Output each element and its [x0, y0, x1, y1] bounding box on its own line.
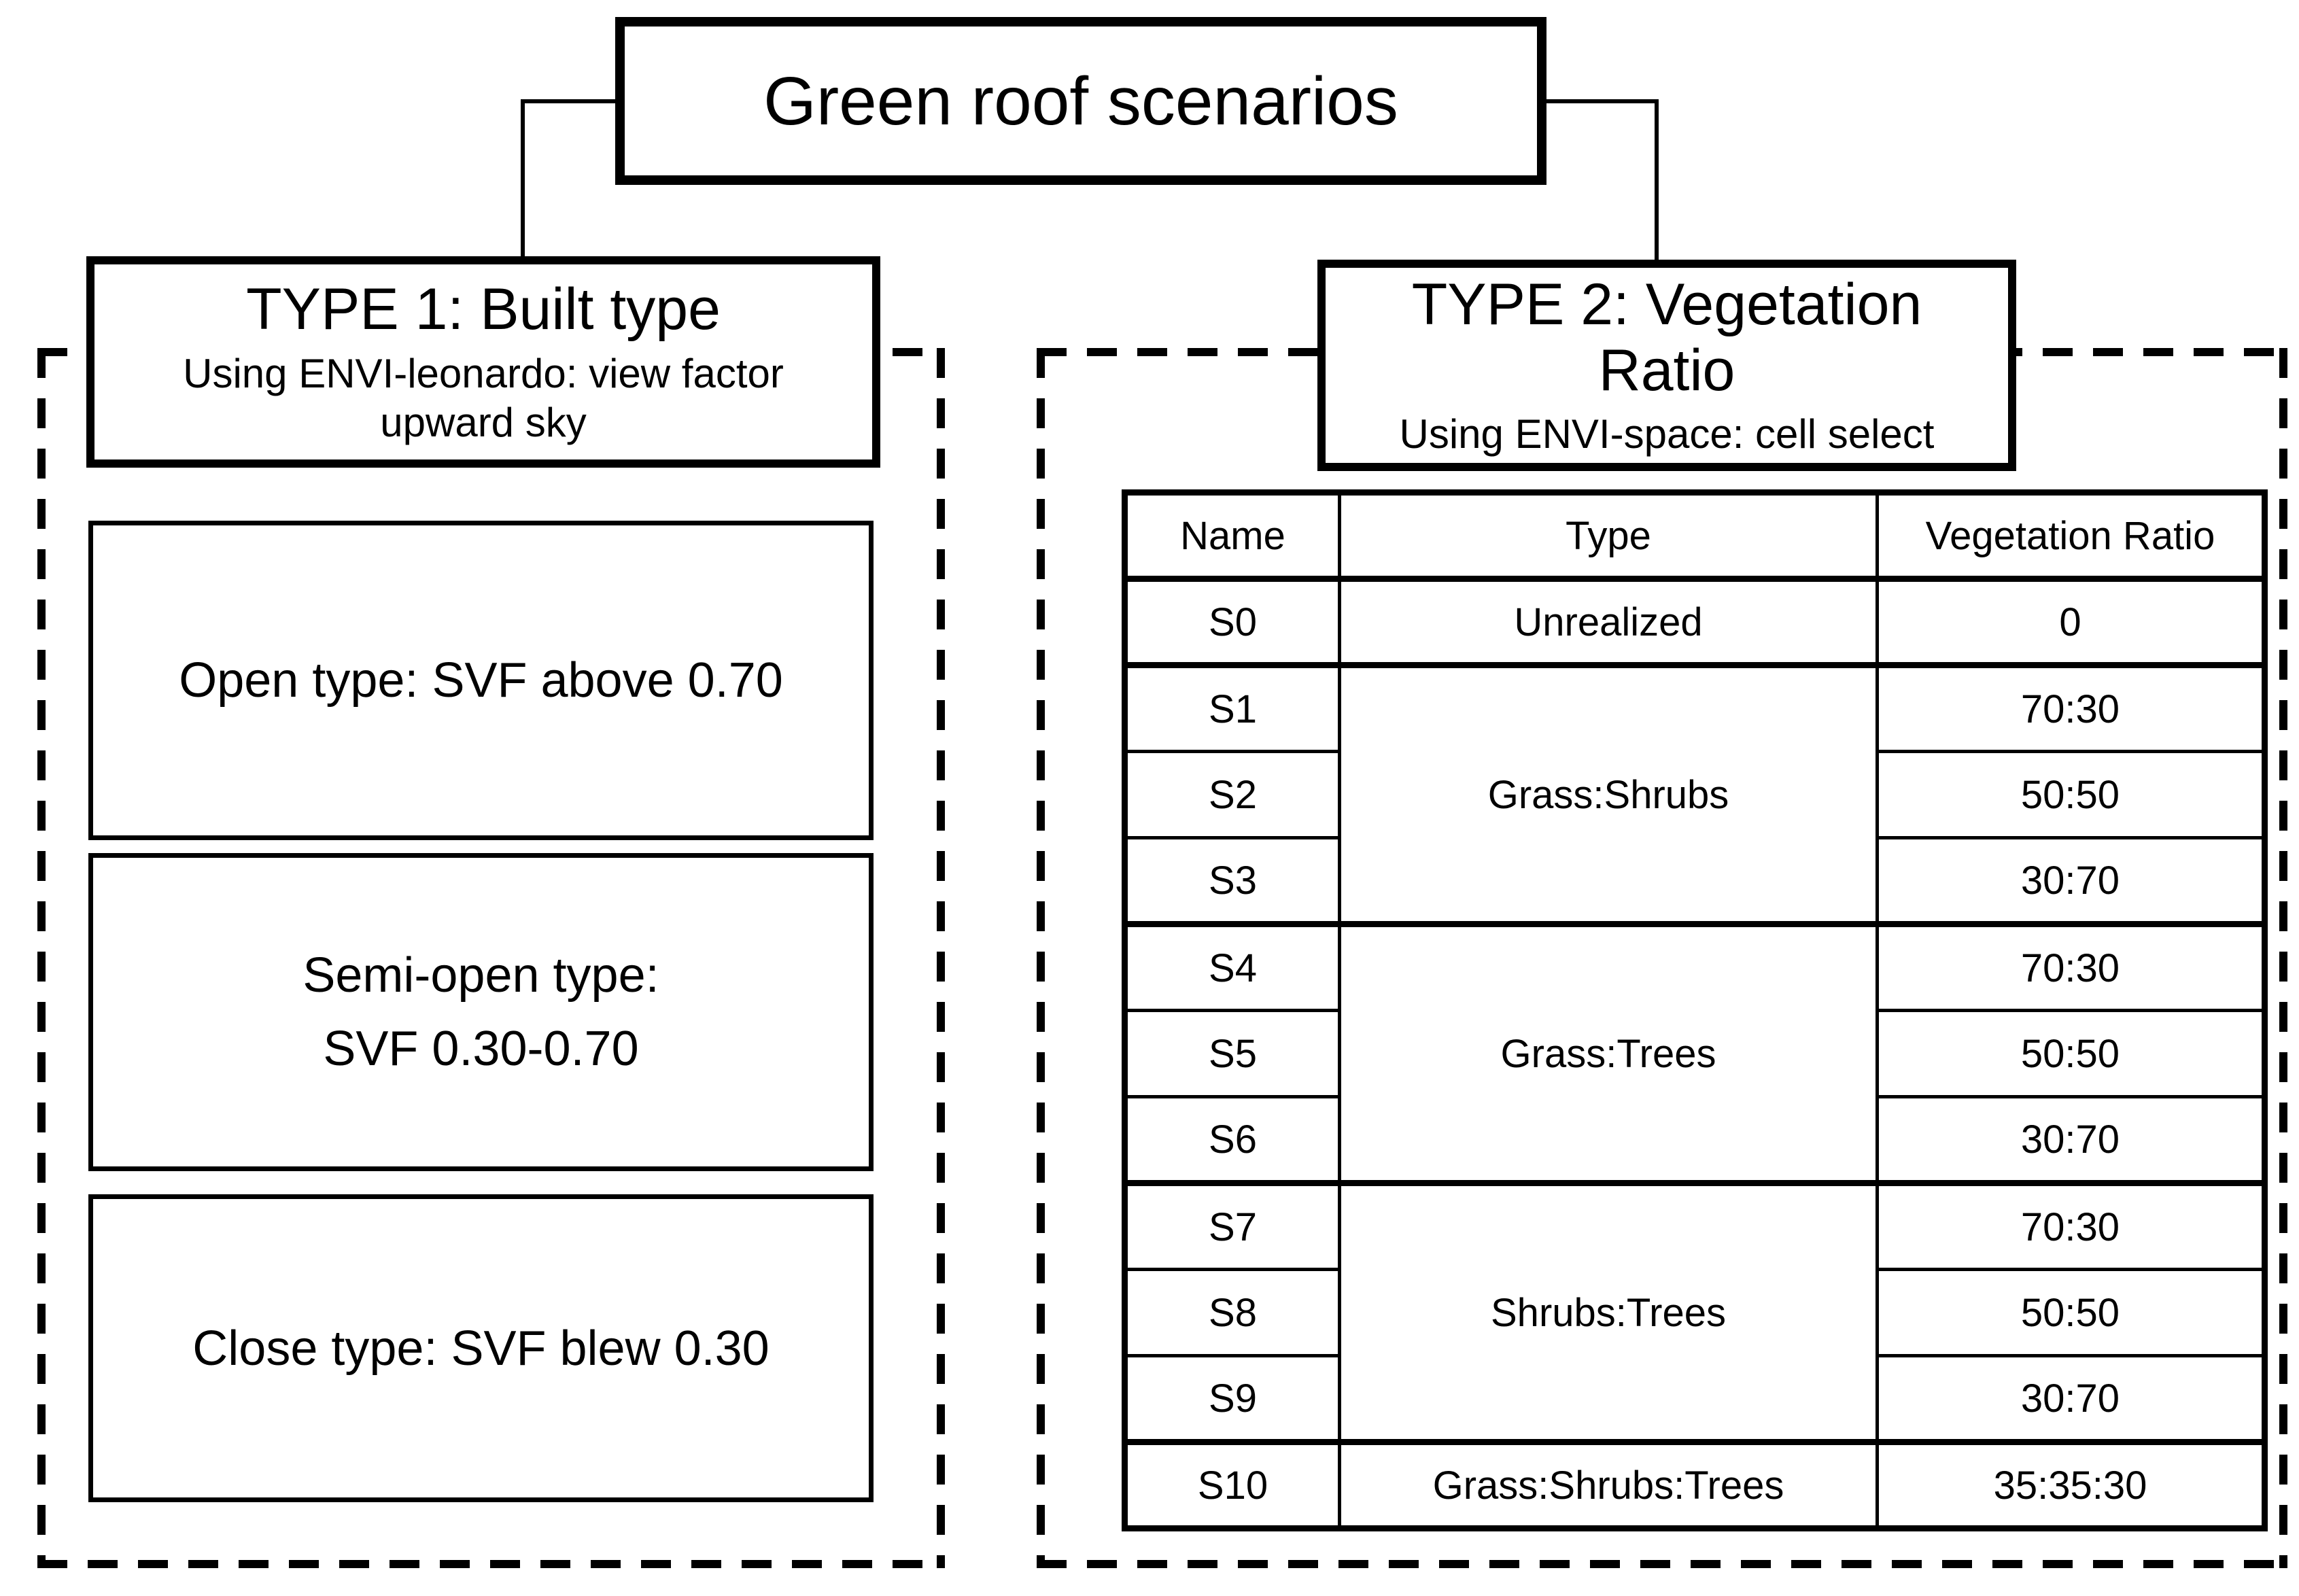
table-header-row: Name Type Vegetation Ratio	[1123, 491, 2266, 582]
table-row-s7: S7 Shrubs:Trees 70:30	[1123, 1180, 2266, 1444]
cell-ratio: 70:30	[1876, 921, 2266, 1012]
cell-name: S9	[1123, 1354, 1341, 1444]
semi-open-type-box: Semi-open type: SVF 0.30-0.70	[88, 853, 874, 1171]
cell-ratio: 30:70	[1876, 836, 2266, 926]
cell-ratio: 30:70	[1876, 1354, 2266, 1444]
dashed-border-right	[937, 348, 945, 1568]
table-row-s6: S6 30:70	[1123, 1095, 2266, 1185]
table-row-s2: S2 50:50	[1123, 750, 2266, 839]
semi-open-type-label: Semi-open type: SVF 0.30-0.70	[302, 948, 659, 1076]
cell-type-merged: Shrubs:Trees	[1338, 1180, 1879, 1444]
table-row-s5: S5 50:50	[1123, 1009, 2266, 1098]
cell-ratio: 50:50	[1876, 750, 2266, 839]
table-row-s8: S8 50:50	[1123, 1268, 2266, 1357]
cell-ratio: 50:50	[1876, 1268, 2266, 1357]
dashed-border-left	[1037, 348, 1045, 1568]
dashed-border-bottom	[37, 1560, 945, 1568]
column-header-ratio: Vegetation Ratio	[1876, 491, 2266, 582]
title-box: Green roof scenarios	[615, 17, 1546, 185]
close-type-box: Close type: SVF blew 0.30	[88, 1194, 874, 1502]
cell-name: S4	[1123, 921, 1341, 1012]
cell-type-merged: Grass:Trees	[1338, 921, 1879, 1185]
open-type-box: Open type: SVF above 0.70	[88, 521, 874, 840]
scenario-table: Name Type Vegetation Ratio S0 Unrealized…	[1122, 489, 2268, 1531]
cell-type: Grass:Shrubs:Trees	[1338, 1439, 1879, 1530]
column-header-name: Name	[1123, 491, 1341, 582]
dashed-border-right	[2279, 348, 2287, 1568]
cell-ratio: 70:30	[1876, 1180, 2266, 1271]
connector-left-vertical	[521, 99, 525, 258]
type2-title: TYPE 2: Vegetation Ratio	[1411, 272, 1922, 403]
cell-name: S0	[1123, 577, 1341, 667]
cell-ratio: 70:30	[1876, 662, 2266, 753]
cell-ratio: 35:35:30	[1876, 1439, 2266, 1530]
table-row-s10: S10 Grass:Shrubs:Trees 35:35:30	[1123, 1439, 2266, 1530]
page-title: Green roof scenarios	[763, 63, 1398, 139]
table-row-s3: S3 30:70	[1123, 836, 2266, 926]
connector-right-vertical	[1655, 99, 1659, 262]
cell-type-merged: Grass:Shrubs	[1338, 662, 1879, 926]
cell-ratio: 30:70	[1876, 1095, 2266, 1185]
table-row-s4: S4 Grass:Trees 70:30	[1123, 921, 2266, 1185]
cell-ratio: 0	[1876, 577, 2266, 667]
type1-title: TYPE 1: Built type	[246, 277, 721, 343]
close-type-label: Close type: SVF blew 0.30	[192, 1321, 770, 1376]
connector-right-horizontal	[1545, 99, 1659, 103]
dashed-border-left	[37, 348, 46, 1568]
cell-name: S3	[1123, 836, 1341, 926]
table-row-s9: S9 30:70	[1123, 1354, 2266, 1444]
dashed-border-bottom	[1037, 1560, 2287, 1568]
column-header-type: Type	[1338, 491, 1879, 582]
cell-name: S5	[1123, 1009, 1341, 1098]
cell-name: S1	[1123, 662, 1341, 753]
cell-ratio: 50:50	[1876, 1009, 2266, 1098]
cell-name: S7	[1123, 1180, 1341, 1271]
cell-name: S6	[1123, 1095, 1341, 1185]
type2-header-box: TYPE 2: Vegetation Ratio Using ENVI-spac…	[1317, 260, 2016, 471]
table-row-s1: S1 Grass:Shrubs 70:30	[1123, 662, 2266, 926]
cell-name: S2	[1123, 750, 1341, 839]
cell-type: Unrealized	[1338, 577, 1879, 667]
type1-subtitle: Using ENVI-leonardo: view factor upward …	[183, 350, 784, 445]
type1-header-box: TYPE 1: Built type Using ENVI-leonardo: …	[86, 256, 880, 468]
table-row-s0: S0 Unrealized 0	[1123, 577, 2266, 667]
connector-left-horizontal	[521, 99, 617, 103]
cell-name: S8	[1123, 1268, 1341, 1357]
type2-subtitle: Using ENVI-space: cell select	[1399, 411, 1935, 457]
open-type-label: Open type: SVF above 0.70	[179, 653, 783, 708]
cell-name: S10	[1123, 1439, 1341, 1530]
